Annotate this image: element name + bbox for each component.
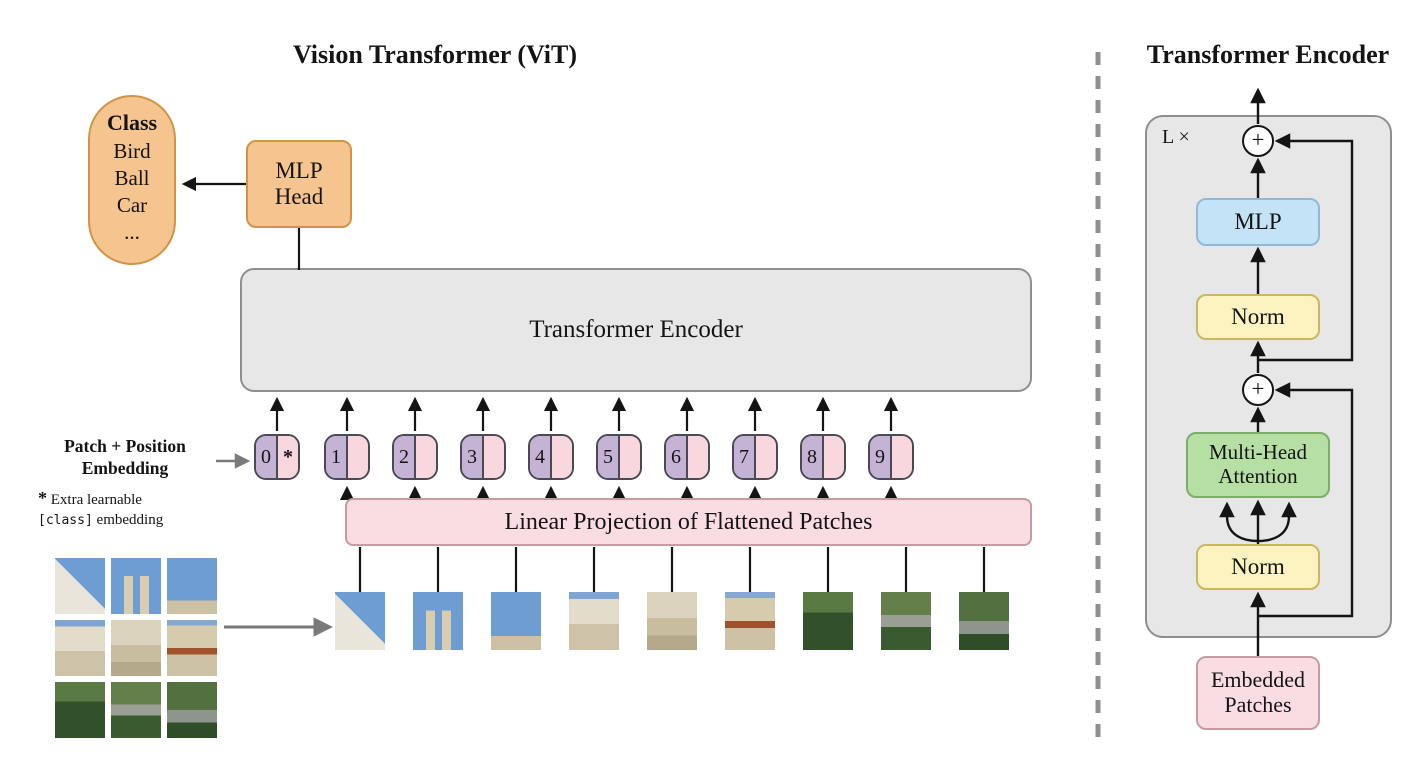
norm-box-bottom: Norm — [1196, 544, 1320, 590]
flattened-patch — [335, 592, 385, 650]
embedded-patches-label: Embedded Patches — [1210, 667, 1306, 717]
left-panel-title: Vision Transformer (ViT) — [292, 40, 578, 69]
image-grid-cell — [55, 558, 105, 614]
linear-projection-box: Linear Projection of Flattened Patches — [345, 498, 1032, 546]
mlp-head-label: MLP Head — [274, 158, 324, 209]
image-grid-cell — [111, 682, 161, 738]
image-grid-cell — [55, 682, 105, 738]
class-pill-item: Bird — [113, 138, 151, 163]
token-position-label: 5 — [598, 436, 620, 478]
mlp-head-box: MLP Head — [246, 140, 352, 228]
residual-add-top: + — [1242, 125, 1274, 157]
flattened-patch — [569, 592, 619, 650]
token-position-label: 0 — [256, 436, 278, 478]
transformer-encoder-box: Transformer Encoder — [240, 268, 1032, 392]
norm-bottom-label: Norm — [1231, 554, 1285, 580]
image-grid-cell — [167, 558, 217, 614]
note-code: [class] — [38, 513, 93, 529]
class-pill-item: Ball — [114, 165, 150, 190]
patch-to-projection-lines — [358, 547, 986, 592]
norm-box-top: Norm — [1196, 294, 1320, 340]
flattened-patch — [803, 592, 853, 650]
flattened-patch — [959, 592, 1009, 650]
class-pill-header: Class — [106, 110, 158, 135]
transformer-encoder-label: Transformer Encoder — [529, 316, 743, 343]
token-position-label: 3 — [462, 436, 484, 478]
input-image-grid — [55, 558, 217, 738]
token-position-label: 2 — [394, 436, 416, 478]
linear-projection-label: Linear Projection of Flattened Patches — [504, 508, 873, 535]
residual-add-bottom: + — [1242, 374, 1274, 406]
class-pill-item: Car — [116, 193, 148, 218]
token-7: 7 — [732, 434, 778, 480]
mlp-label: MLP — [1234, 209, 1282, 235]
image-grid-cell — [111, 558, 161, 614]
projection-to-token-arrows — [339, 485, 899, 501]
class-embedding-note: * Extra learnable [class] embedding — [38, 486, 238, 531]
note-star: * — [38, 488, 47, 508]
token-position-label: 6 — [666, 436, 688, 478]
token-patch-embedding — [756, 436, 776, 478]
mlp-box: MLP — [1196, 198, 1320, 246]
flattened-patch — [647, 592, 697, 650]
token-patch-embedding — [892, 436, 912, 478]
token-1: 1 — [324, 434, 370, 480]
token-6: 6 — [664, 434, 710, 480]
note-text-1: Extra learnable — [50, 492, 142, 508]
flattened-patch — [413, 592, 463, 650]
image-grid-cell — [167, 620, 217, 676]
image-grid-cell — [111, 620, 161, 676]
class-pill-item: ... — [124, 220, 140, 245]
flattened-patch — [725, 592, 775, 650]
token-3: 3 — [460, 434, 506, 480]
norm-top-label: Norm — [1231, 304, 1285, 330]
patch-position-embedding-label: Patch + Position Embedding — [64, 436, 186, 478]
token-to-encoder-arrows — [269, 396, 899, 431]
flattened-patch — [881, 592, 931, 650]
token-patch-embedding — [688, 436, 708, 478]
multi-head-attention-label: Multi-Head Attention — [1209, 440, 1307, 488]
note-text-2: embedding — [96, 512, 164, 529]
token-patch-embedding — [484, 436, 504, 478]
token-patch-embedding: * — [278, 436, 298, 478]
token-2: 2 — [392, 434, 438, 480]
token-patch-embedding — [824, 436, 844, 478]
token-position-label: 7 — [734, 436, 756, 478]
token-patch-embedding — [416, 436, 436, 478]
token-patch-embedding — [620, 436, 640, 478]
token-position-label: 1 — [326, 436, 348, 478]
class-token-star: * — [283, 445, 293, 468]
token-9: 9 — [868, 434, 914, 480]
token-0: 0 * — [254, 434, 300, 480]
token-5: 5 — [596, 434, 642, 480]
token-4: 4 — [528, 434, 574, 480]
token-patch-embedding — [348, 436, 368, 478]
image-grid-cell — [167, 682, 217, 738]
embedded-patches-box: Embedded Patches — [1196, 656, 1320, 730]
image-grid-cell — [55, 620, 105, 676]
token-position-label: 9 — [870, 436, 892, 478]
multi-head-attention-box: Multi-Head Attention — [1186, 432, 1330, 498]
token-position-label: 4 — [530, 436, 552, 478]
right-panel-title: Transformer Encoder — [1146, 40, 1390, 69]
token-8: 8 — [800, 434, 846, 480]
class-output-pill: Class Bird Ball Car ... — [88, 95, 176, 265]
flattened-patch — [491, 592, 541, 650]
layer-count-label: L × — [1162, 126, 1190, 148]
token-patch-embedding — [552, 436, 572, 478]
token-position-label: 8 — [802, 436, 824, 478]
